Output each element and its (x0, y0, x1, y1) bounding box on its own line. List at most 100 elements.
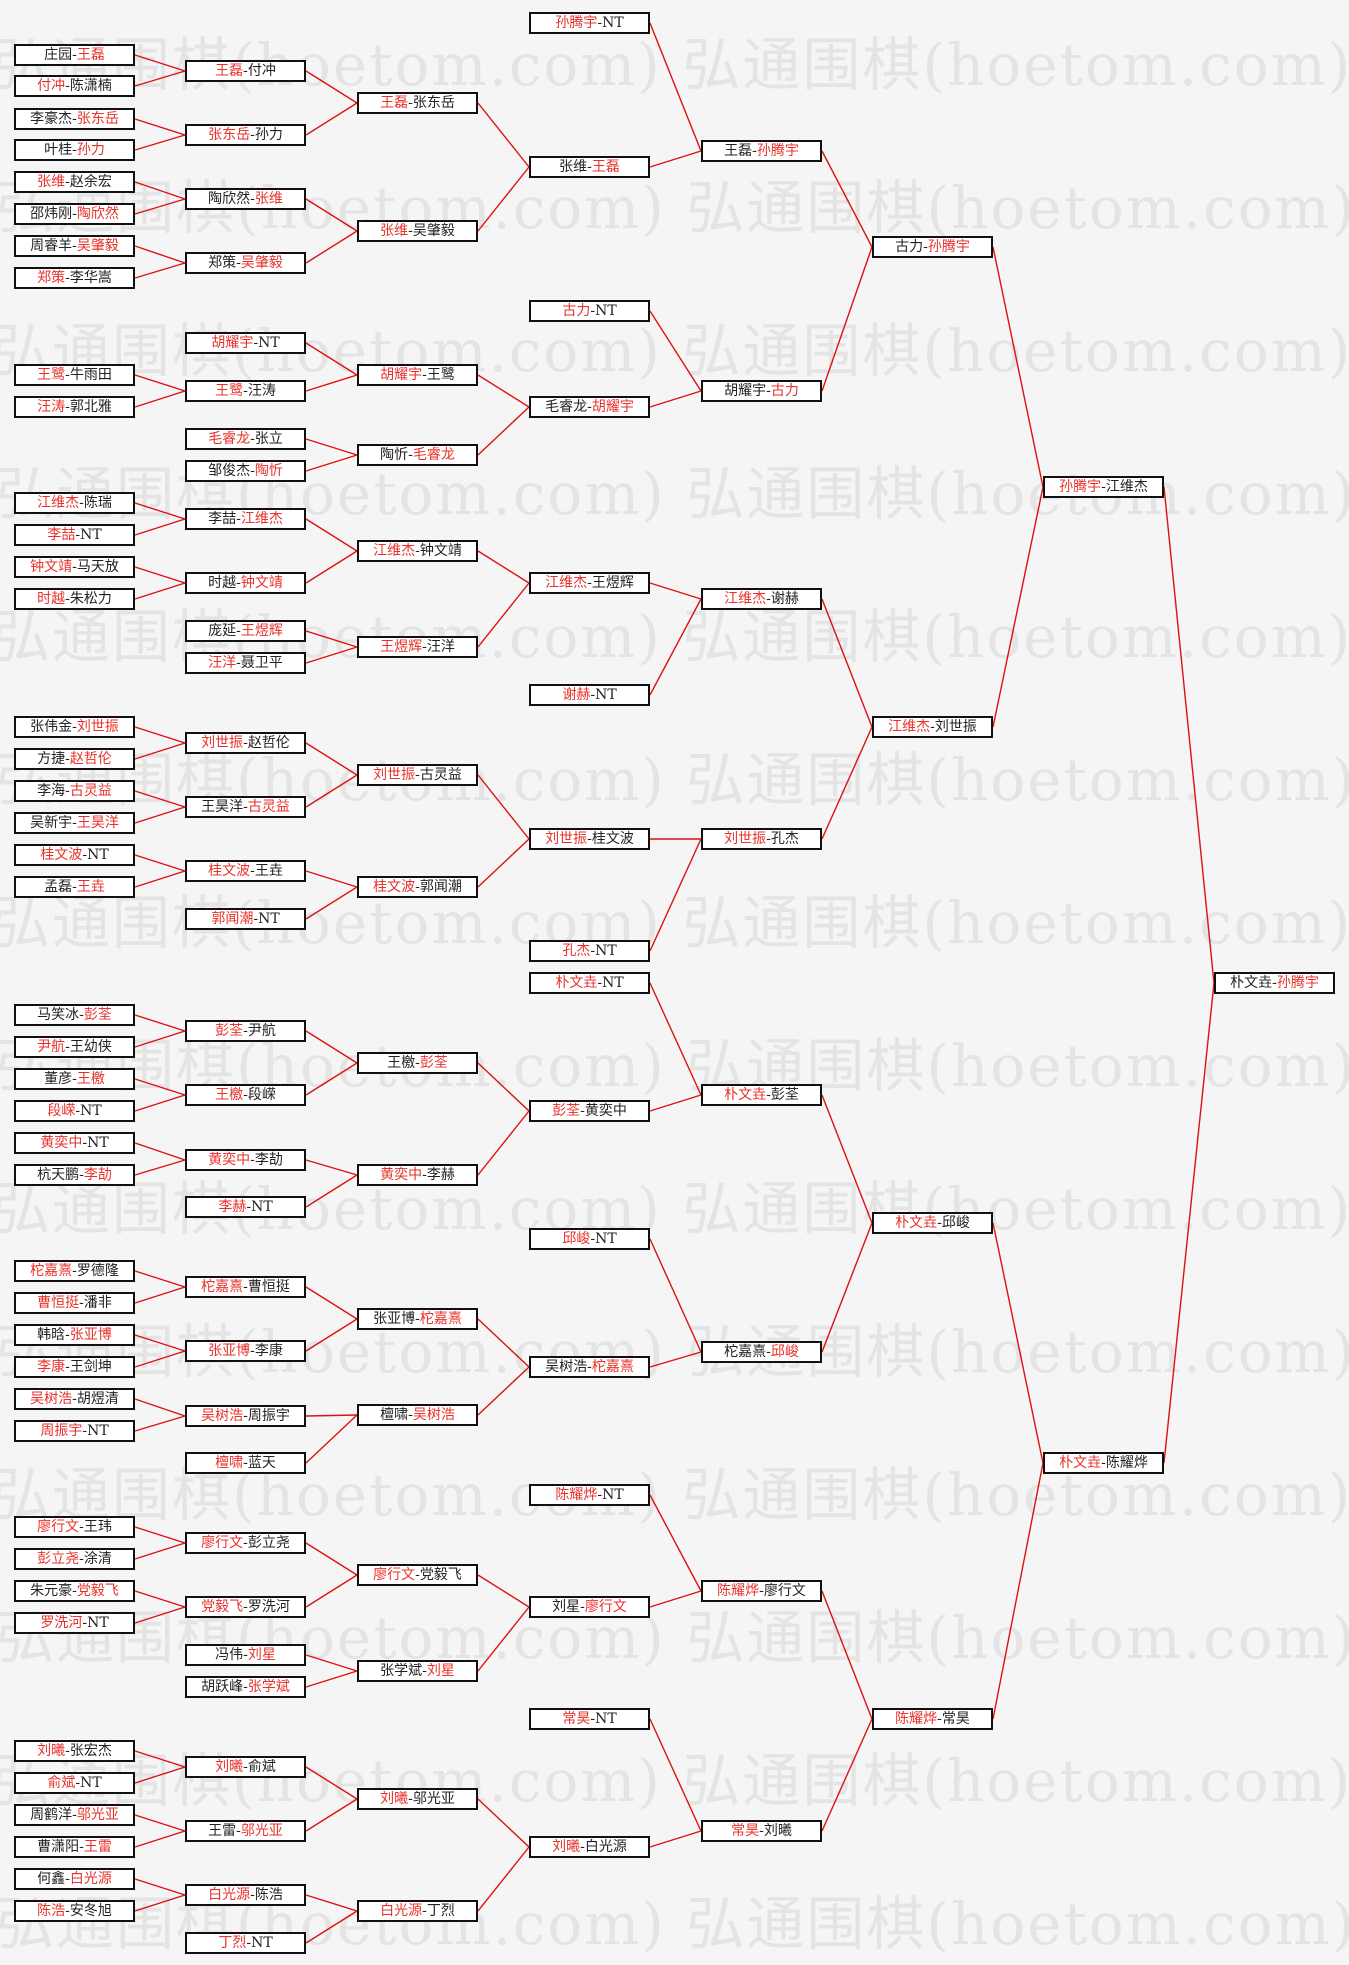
match-box-third-round: 檀啸-吴树浩 (357, 1404, 478, 1426)
separator: - (72, 142, 77, 158)
bracket-connector (992, 1222, 1044, 1464)
player-name: 王剑坤 (69, 1359, 112, 1375)
player-name: 刘星 (552, 1599, 581, 1615)
bracket-connector (305, 198, 358, 232)
separator: - (587, 831, 592, 847)
bracket-connector (134, 742, 186, 760)
match-box-quarterfinal: 朴文垚-邱峻 (872, 1212, 993, 1234)
separator: - (236, 511, 241, 527)
match-box-first-round: 彭立尧-涂清 (14, 1548, 135, 1570)
player-name: 彭荃 (215, 1023, 244, 1039)
separator: - (587, 1359, 592, 1375)
bracket-connector (305, 886, 358, 920)
separator: - (408, 223, 413, 239)
player-name: NT (602, 1487, 624, 1503)
player-name: 涂清 (83, 1551, 112, 1567)
player-name: 李喆 (47, 527, 76, 543)
player-name: NT (595, 1231, 617, 1247)
player-name: 孙腾宇 (1276, 975, 1319, 991)
separator: - (250, 463, 255, 479)
player-name: 曹潇阳 (37, 1839, 80, 1855)
separator: - (72, 47, 77, 63)
bracket-connector (305, 1894, 358, 1912)
bracket-connector (305, 1318, 358, 1352)
player-name: 胡煜清 (76, 1391, 119, 1407)
player-name: 丁烈 (426, 1903, 455, 1919)
match-box-second-round: 彭荃-尹航 (185, 1020, 306, 1042)
bracket-connector (649, 1494, 702, 1592)
player-name: 刘世振 (373, 767, 416, 783)
player-name: 王幼侠 (69, 1039, 112, 1055)
bracket-connector (134, 70, 186, 87)
player-name: 朴文垚 (555, 975, 598, 991)
separator: - (236, 623, 241, 639)
separator: - (415, 879, 420, 895)
bracket-connector (305, 630, 358, 648)
match-box-third-round: 桂文波-郭闻潮 (357, 876, 478, 898)
separator: - (65, 1903, 70, 1919)
bracket-connector (134, 806, 186, 824)
player-name: 方捷 (37, 751, 66, 767)
match-box-fifth-round: 胡耀宇-古力 (701, 380, 822, 402)
match-box-first-round: 曹恒挺-潘非 (14, 1292, 135, 1314)
separator: - (422, 1903, 427, 1919)
separator: - (246, 1199, 252, 1215)
player-name: 张东岳 (208, 127, 251, 143)
separator: - (243, 1759, 248, 1775)
match-box-fourth-round: 孔杰-NT (529, 940, 650, 962)
separator: - (766, 591, 771, 607)
match-box-second-round: 胡耀宇-NT (185, 332, 306, 354)
bracket-connector (1163, 486, 1215, 984)
match-box-quarterfinal: 陈耀烨-常昊 (872, 1708, 993, 1730)
player-name: 吴树浩 (201, 1408, 244, 1424)
bracket-connector (649, 838, 702, 952)
player-name: 郭闻潮 (211, 911, 254, 927)
separator: - (72, 815, 77, 831)
player-name: 彭荃 (419, 1055, 448, 1071)
player-name: 黄奕中 (584, 1103, 627, 1119)
bracket-connector (134, 1606, 186, 1624)
player-name: 孙腾宇 (1059, 479, 1102, 495)
player-name: 张东岳 (76, 111, 119, 127)
separator: - (72, 111, 77, 127)
player-name: 邹俊杰 (208, 463, 251, 479)
player-name: 党毅飞 (76, 1583, 119, 1599)
separator: - (250, 191, 255, 207)
player-name: 桂文波 (373, 879, 416, 895)
bracket-connector (1163, 982, 1215, 1464)
player-name: 汪涛 (247, 383, 276, 399)
player-name: 李劼 (83, 1167, 112, 1183)
match-box-first-round: 李康-王剑坤 (14, 1356, 135, 1378)
bracket-connector (305, 550, 358, 584)
match-box-first-round: 罗洗河-NT (14, 1612, 135, 1634)
bracket-connector (821, 1590, 873, 1720)
match-box-fourth-round: 毛睿龙-胡耀宇 (529, 396, 650, 418)
player-name: 彭荃 (83, 1007, 112, 1023)
match-box-first-round: 汪涛-郭北雅 (14, 396, 135, 418)
separator: - (72, 1583, 77, 1599)
separator: - (580, 1599, 585, 1615)
match-box-first-round: 桂文波-NT (14, 844, 135, 866)
separator: - (243, 799, 248, 815)
player-name: 古力 (562, 303, 591, 319)
match-box-first-round: 韩晗-张亚博 (14, 1324, 135, 1346)
bracket-connector (305, 102, 358, 136)
separator: - (937, 1711, 942, 1727)
bracket-connector (134, 1590, 186, 1608)
player-name: 孔杰 (770, 831, 799, 847)
player-name: 赵余宏 (69, 174, 112, 190)
player-name: 胡耀宇 (591, 399, 634, 415)
bracket-connector (992, 246, 1044, 488)
match-box-second-round: 廖行文-彭立尧 (185, 1532, 306, 1554)
player-name: 尹航 (37, 1039, 66, 1055)
match-box-fourth-round: 邱峻-NT (529, 1228, 650, 1250)
separator: - (72, 559, 77, 575)
match-box-first-round: 孟磊-王垚 (14, 876, 135, 898)
player-name: 廖行文 (373, 1567, 416, 1583)
match-box-first-round: 董彦-王檄 (14, 1068, 135, 1090)
player-name: 张亚博 (373, 1311, 416, 1327)
bracket-connector (305, 742, 358, 776)
player-name: 曹恒挺 (247, 1279, 290, 1295)
bracket-connector (305, 1670, 358, 1688)
separator: - (236, 655, 241, 671)
